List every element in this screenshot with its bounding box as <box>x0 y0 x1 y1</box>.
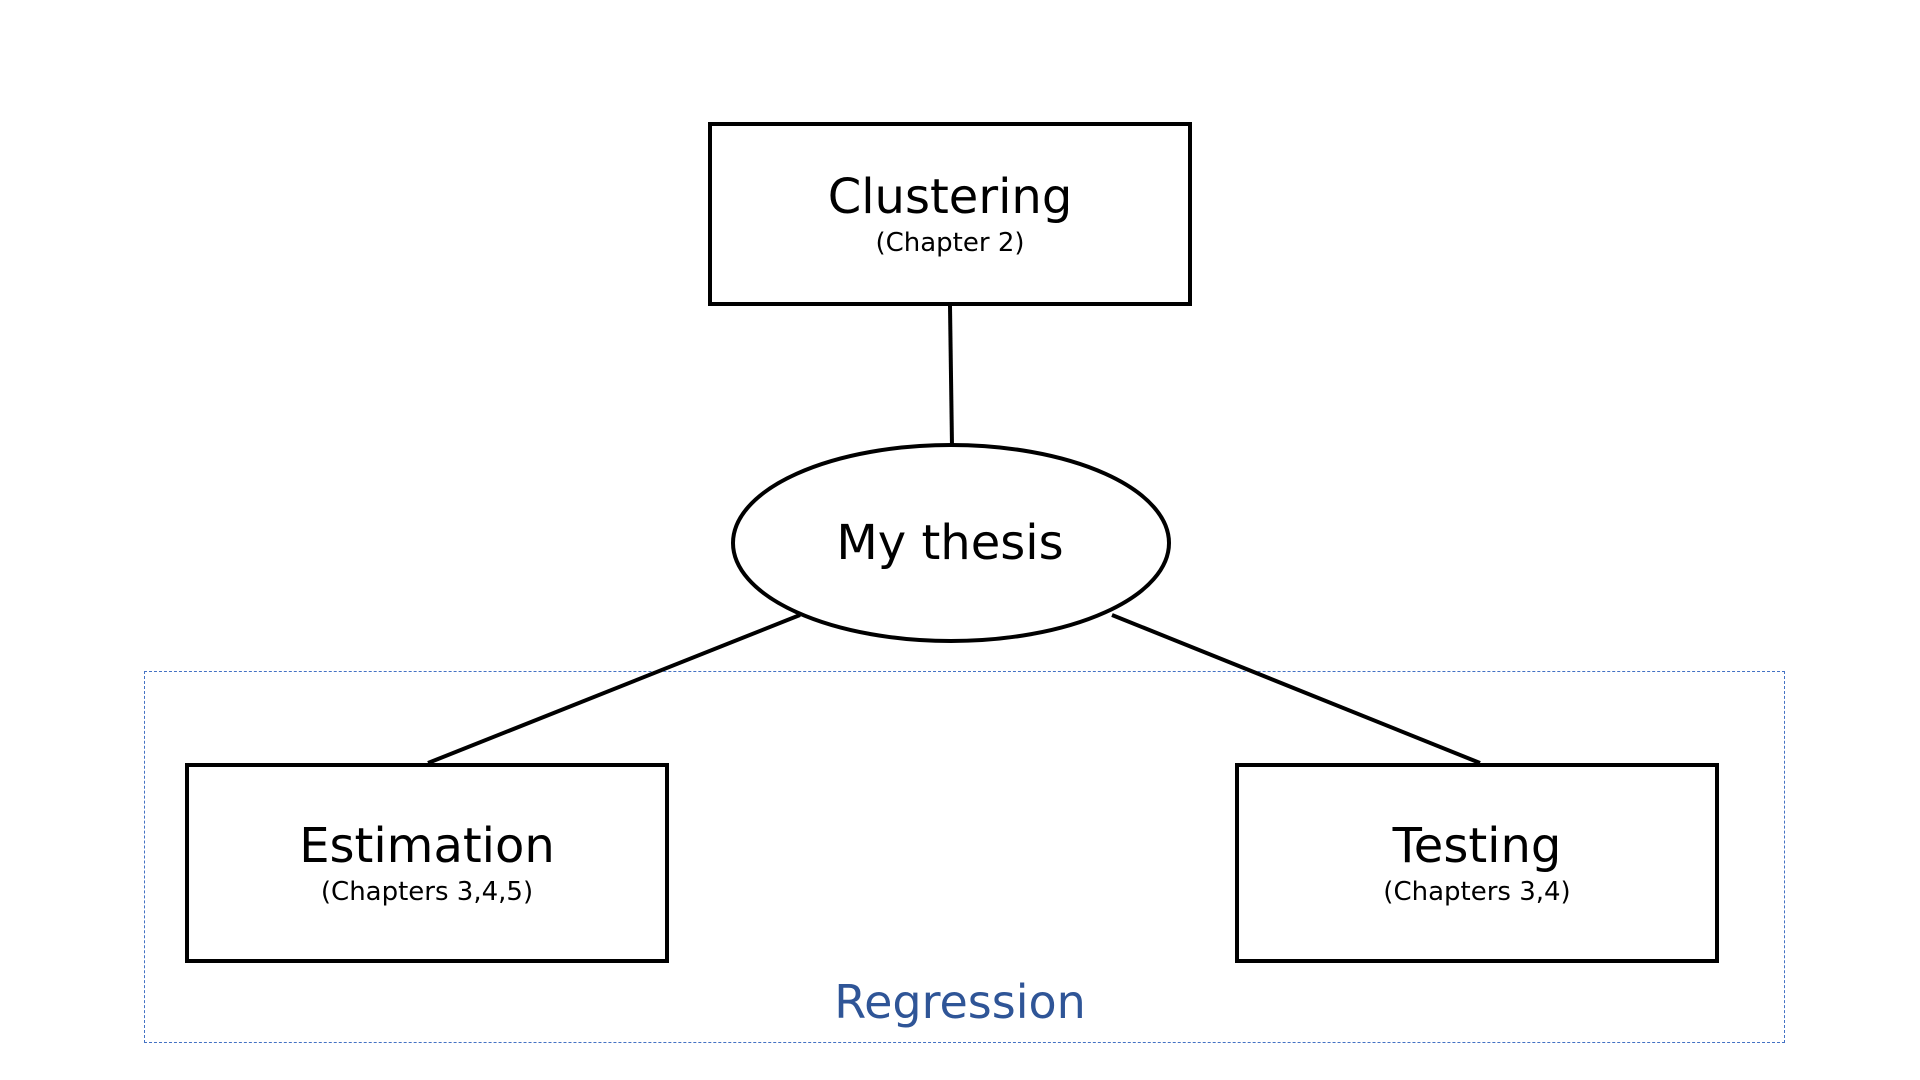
estimation-node: Estimation (Chapters 3,4,5) <box>185 763 669 963</box>
estimation-subtitle: (Chapters 3,4,5) <box>320 877 534 907</box>
regression-group-label: Regression <box>834 975 1086 1029</box>
clustering-node: Clustering (Chapter 2) <box>708 122 1192 306</box>
thesis-label: My thesis <box>836 515 1064 571</box>
connector-thesis-estimation <box>427 613 801 765</box>
clustering-subtitle: (Chapter 2) <box>875 228 1025 258</box>
testing-node: Testing (Chapters 3,4) <box>1235 763 1719 963</box>
connector-thesis-testing <box>1111 613 1481 765</box>
estimation-title: Estimation <box>299 818 555 874</box>
connector-clustering-thesis <box>948 305 954 447</box>
testing-subtitle: (Chapters 3,4) <box>1383 877 1571 907</box>
thesis-ellipse <box>731 443 1171 643</box>
clustering-title: Clustering <box>827 169 1073 225</box>
testing-title: Testing <box>1392 818 1562 874</box>
regression-group-box <box>144 671 1785 1043</box>
